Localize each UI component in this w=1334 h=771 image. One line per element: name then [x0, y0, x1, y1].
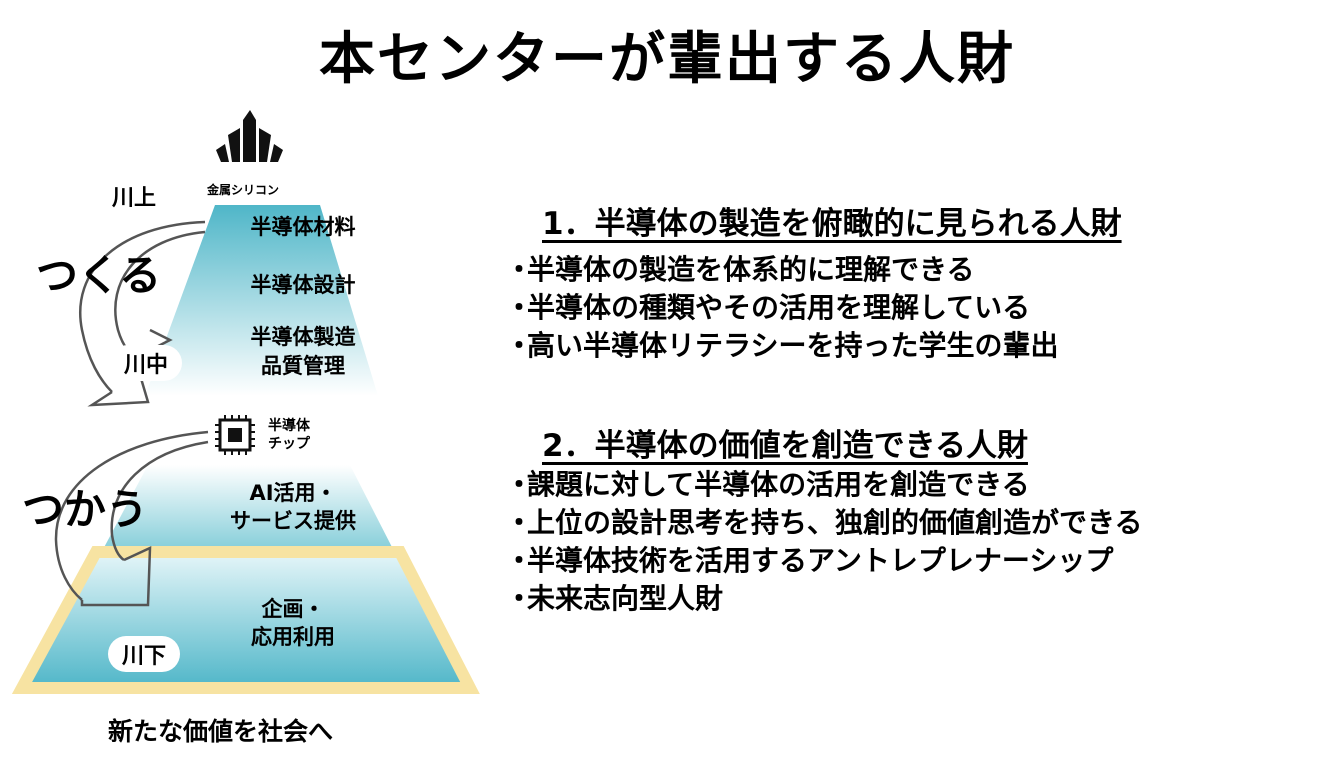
river-upper-label: 川上	[112, 186, 157, 211]
bullet-icon: ・	[505, 582, 534, 615]
list-item-text: 半導体の種類やその活用を理解している	[527, 291, 1031, 324]
page-title: 本センターが輩出する人財	[319, 27, 1015, 92]
layer-ai-service-line2: サービス提供	[230, 509, 356, 533]
layer-planning-line1: 企画・	[261, 597, 325, 621]
layer-planning-line2: 応用利用	[251, 625, 335, 649]
list-item: ・半導体技術を活用するアントレプレナーシップ	[505, 542, 1142, 580]
layer-ai-service-line1: AI活用・	[249, 481, 337, 505]
chip-icon	[215, 415, 255, 455]
river-middle-label: 川中	[110, 345, 183, 381]
list-item-text: 半導体技術を活用するアントレプレナーシップ	[527, 544, 1114, 577]
bullet-icon: ・	[505, 291, 534, 324]
use-curved-arrow-icon	[54, 430, 209, 607]
list-item: ・未来志向型人財	[505, 580, 1142, 618]
middle-stream-trapezoid	[100, 465, 396, 555]
section-2-heading: 2．半導体の価値を創造できる人財	[542, 428, 1028, 464]
list-item-text: 上位の設計思考を持ち、独創的価値創造ができる	[527, 506, 1143, 539]
section-1-heading: 1．半導体の製造を俯瞰的に見られる人財	[542, 206, 1122, 242]
list-item-text: 高い半導体リテラシーを持った学生の輩出	[527, 329, 1059, 362]
diagram-caption: 新たな価値を社会へ	[108, 717, 334, 746]
upper-stream-trapezoid	[145, 205, 378, 396]
list-item: ・課題に対して半導体の活用を創造できる	[505, 466, 1142, 504]
list-item-text: 半導体の製造を体系的に理解できる	[527, 253, 975, 286]
bullet-icon: ・	[505, 544, 534, 577]
bullet-icon: ・	[505, 329, 534, 362]
make-label: つくる	[36, 251, 162, 300]
pyramid-graphic	[11, 110, 480, 694]
chip-label-line2: チップ	[268, 436, 310, 452]
bullet-icon: ・	[505, 506, 534, 539]
list-item-text: 未来志向型人財	[527, 582, 724, 615]
list-item: ・半導体の種類やその活用を理解している	[505, 289, 1058, 327]
use-label: つかう	[22, 485, 149, 534]
river-lower-label: 川下	[108, 636, 181, 672]
layer-quality-control: 品質管理	[261, 354, 345, 378]
layer-materials: 半導体材料	[250, 215, 356, 239]
list-item: ・上位の設計思考を持ち、独創的価値創造ができる	[505, 504, 1142, 542]
semiconductor-pyramid-diagram: 金属シリコン 川上 つくる 半導体材料 半導体設計 半導体製造 品質管理 川中 …	[0, 0, 500, 771]
chip-label-line1: 半導体	[268, 418, 310, 434]
list-item: ・半導体の製造を体系的に理解できる	[505, 251, 1058, 289]
section-1-list: ・半導体の製造を体系的に理解できる ・半導体の種類やその活用を理解している ・高…	[505, 251, 1058, 365]
layer-manufacturing: 半導体製造	[250, 325, 356, 349]
silicon-crystal-icon	[216, 110, 283, 162]
bullet-icon: ・	[505, 468, 534, 501]
layer-design: 半導体設計	[250, 273, 356, 297]
section-2-list: ・課題に対して半導体の活用を創造できる ・上位の設計思考を持ち、独創的価値創造が…	[505, 466, 1142, 618]
bullet-icon: ・	[505, 253, 534, 286]
list-item: ・高い半導体リテラシーを持った学生の輩出	[505, 327, 1058, 365]
list-item-text: 課題に対して半導体の活用を創造できる	[527, 468, 1030, 501]
metal-silicon-label: 金属シリコン	[207, 183, 280, 197]
